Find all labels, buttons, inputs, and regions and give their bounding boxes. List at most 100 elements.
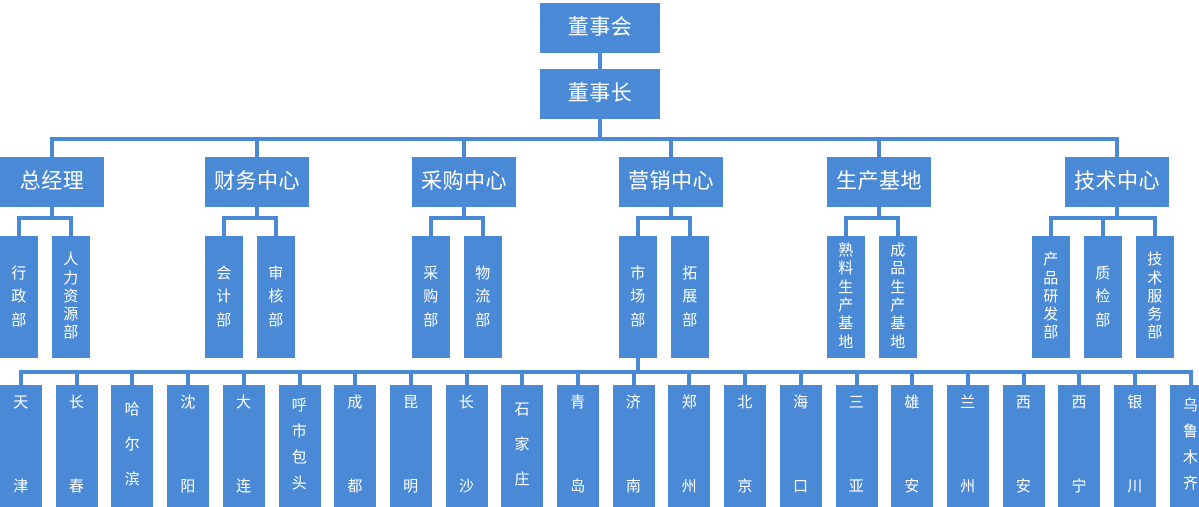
node-branch-21[interactable]: 乌鲁木齐 (1169, 385, 1199, 507)
node-char: 基 (838, 315, 854, 333)
node-branch-9[interactable]: 石家庄 (501, 385, 544, 507)
connector-finance-stem (255, 207, 259, 216)
node-char: 部 (11, 311, 27, 329)
node-char: 资 (63, 287, 79, 305)
node-char: 料 (838, 260, 854, 278)
node-char: 部 (423, 311, 439, 329)
node-char: 川 (1127, 477, 1143, 495)
connector-city-4 (241, 370, 246, 385)
connector-division-bus (50, 137, 1119, 141)
connector-tech-dept-1 (1101, 216, 1105, 236)
node-char: 海 (793, 394, 809, 411)
connector-city-7 (408, 370, 413, 385)
node-dept-purchase-0[interactable]: 采购部 (412, 236, 450, 358)
node-dept-finance-1[interactable]: 审核部 (257, 236, 295, 358)
node-char: 京 (737, 477, 753, 495)
node-char: 购 (423, 288, 439, 306)
node-branch-16[interactable]: 雄安 (891, 385, 934, 507)
node-branch-3[interactable]: 沈阳 (167, 385, 210, 507)
node-board[interactable]: 董事会 (540, 3, 660, 53)
connector-gm-dept-1 (69, 216, 73, 236)
node-dept-production-1[interactable]: 成品生产基地 (879, 236, 917, 358)
node-branch-19[interactable]: 西宁 (1058, 385, 1101, 507)
node-dept-tech-0[interactable]: 产品研发部 (1032, 236, 1070, 358)
connector-marketing-subbus (636, 216, 692, 220)
connector-city-14 (798, 370, 803, 385)
node-dept-marketing-0[interactable]: 市场部 (619, 236, 657, 358)
node-branch-13[interactable]: 北京 (724, 385, 767, 507)
node-division-purchase[interactable]: 采购中心 (412, 157, 516, 207)
node-char: 南 (625, 477, 642, 495)
node-char: 济 (625, 394, 642, 411)
node-division-finance[interactable]: 财务中心 (205, 157, 309, 207)
connector-purchase-dept-0 (429, 216, 433, 236)
node-char: 品 (1043, 269, 1059, 287)
node-dept-tech-2[interactable]: 技术服务部 (1136, 236, 1174, 358)
node-chairman[interactable]: 董事长 (540, 69, 660, 119)
node-char: 沈 (180, 394, 196, 411)
node-branch-2[interactable]: 哈尔滨 (111, 385, 154, 507)
connector-marketing-stem (669, 207, 673, 216)
node-branch-14[interactable]: 海口 (779, 385, 822, 507)
connector-city-bus (19, 370, 1193, 374)
node-char: 庄 (514, 470, 531, 488)
node-dept-tech-1[interactable]: 质检部 (1084, 236, 1122, 358)
node-branch-4[interactable]: 大连 (222, 385, 265, 507)
node-char: 生 (890, 278, 906, 296)
connector-bus-tech (1115, 137, 1119, 157)
node-char: 术 (1147, 269, 1163, 287)
node-char: 齐 (1182, 474, 1199, 492)
node-char: 宁 (1071, 477, 1088, 495)
node-char: 力 (63, 269, 79, 287)
node-char: 长 (458, 394, 475, 411)
node-dept-marketing-1[interactable]: 拓展部 (671, 236, 709, 358)
node-dept-gm-0[interactable]: 行政部 (0, 236, 38, 358)
node-dept-production-0[interactable]: 熟料生产基地 (827, 236, 865, 358)
node-branch-8[interactable]: 长沙 (445, 385, 488, 507)
node-division-marketing[interactable]: 营销中心 (619, 157, 723, 207)
node-branch-18[interactable]: 西安 (1002, 385, 1045, 507)
node-char: 品 (890, 260, 906, 278)
node-dept-gm-1[interactable]: 人力资源部 (52, 236, 90, 358)
node-char: 部 (63, 324, 79, 342)
node-char: 哈 (124, 401, 141, 419)
node-branch-0[interactable]: 天津 (0, 385, 42, 507)
connector-purchase-stem (462, 207, 466, 216)
node-branch-17[interactable]: 兰州 (946, 385, 989, 507)
node-char: 成 (347, 394, 363, 411)
node-dept-finance-0[interactable]: 会计部 (205, 236, 243, 358)
connector-finance-subbus (222, 216, 278, 220)
connector-board-chairman (598, 53, 602, 69)
node-branch-11[interactable]: 济南 (612, 385, 655, 507)
node-branch-20[interactable]: 银川 (1114, 385, 1156, 507)
node-branch-10[interactable]: 青岛 (557, 385, 599, 507)
node-char: 服 (1147, 287, 1163, 305)
connector-city-17 (965, 370, 970, 385)
node-branch-15[interactable]: 三亚 (835, 385, 878, 507)
node-division-tech[interactable]: 技术中心 (1065, 157, 1169, 207)
connector-city-10 (576, 370, 580, 385)
connector-city-0 (19, 370, 23, 385)
node-char: 州 (681, 477, 698, 495)
node-division-production[interactable]: 生产基地 (827, 157, 931, 207)
node-branch-12[interactable]: 郑州 (668, 385, 711, 507)
node-char: 部 (1147, 324, 1163, 342)
node-char: 银 (1127, 394, 1143, 411)
node-char: 安 (904, 477, 920, 495)
node-dept-purchase-1[interactable]: 物流部 (464, 236, 502, 358)
node-branch-6[interactable]: 成都 (334, 385, 377, 507)
node-branch-7[interactable]: 昆明 (389, 385, 432, 507)
node-char: 地 (890, 333, 906, 351)
node-char: 昆 (403, 394, 419, 411)
node-char: 兰 (960, 394, 976, 411)
connector-chairman-bus (598, 119, 602, 137)
connector-bus-purchase (462, 137, 466, 157)
node-char: 郑 (681, 394, 698, 411)
node-char: 人 (63, 251, 79, 269)
node-char: 西 (1071, 394, 1088, 411)
connector-bus-marketing (669, 137, 673, 157)
node-branch-5[interactable]: 呼市包头 (278, 385, 321, 507)
node-branch-1[interactable]: 长春 (55, 385, 98, 507)
node-char: 都 (347, 477, 363, 495)
node-division-gm[interactable]: 总经理 (0, 157, 104, 207)
